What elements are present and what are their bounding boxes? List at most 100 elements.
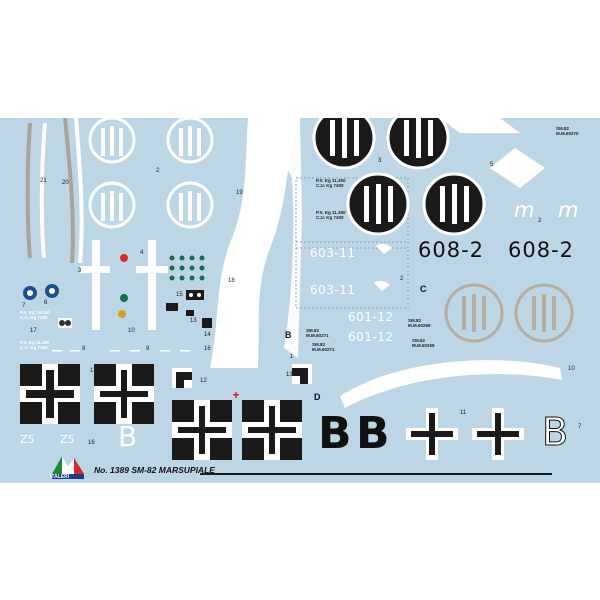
part-number: 20 [62,180,69,186]
kit-title: No. 1389 SM-82 MARSUPIALE [94,465,215,475]
red-cross-icon [233,392,239,398]
part-number: 4 [140,250,144,256]
white-stripe-2 [74,118,84,264]
thin-bar-3 [110,350,120,352]
part-number: 6 [44,300,48,306]
roundel-white-1 [88,118,136,164]
part-number: 10 [128,328,135,334]
part-number: 2 [538,218,542,224]
serial-line: SM.82 [306,328,320,333]
small-panel-2 [166,303,178,311]
white-arc-band [340,360,562,408]
part-number: 9 [146,346,150,352]
code-601-12-top: 601-12 [348,310,394,324]
white-top-bar [440,118,520,133]
serial-line: SM.82 [556,126,570,131]
thin-bar-4 [130,350,140,352]
white-pole-1 [92,240,100,330]
part-number: 12 [200,378,207,384]
roundel-black-3 [346,172,410,236]
part-number: 1 [90,368,94,374]
signature-m-1: m [514,198,535,222]
signature-m-2: m [558,198,579,222]
quarter-cross-1 [172,368,192,388]
part-number: 18 [228,278,235,284]
bottom-black-line [200,473,552,475]
small-emblem-1 [120,254,128,262]
roundel-white-3 [88,181,136,229]
part-number: 21 [40,178,47,184]
serial-line: M.M.60271 [312,347,335,352]
part-number: 4 [176,406,180,412]
kit-name: SM-82 MARSUPIALE [131,465,215,475]
white-crossbar-2 [136,266,168,273]
stork-emblem-2 [374,280,390,291]
serial-mid-4: SM.82 M.M.60269 [412,338,435,348]
stencil-4: P.V. Kg 11.300 C.U. Kg 7400 [20,340,50,350]
roundel-white-2 [166,118,214,164]
stencil-1: P.V. Kg 11.300 C.U. Kg 7400 [316,178,346,188]
letter-b-white: B [118,420,138,453]
white-pole-2 [148,240,156,330]
serial-mid-1: SM.82 M.M.60271 [306,328,329,338]
brand-text: ITALERI [50,474,70,480]
code-608-2-right: 608-2 [508,238,575,262]
part-number: 15 [176,292,183,298]
balkenkreuz-1 [20,364,80,424]
white-stripe-1 [39,122,47,259]
roundel-gray-2 [514,283,574,343]
thin-bar-1 [52,350,62,352]
roundel-black-4 [422,172,486,236]
letter-b-black-1: B [318,408,352,459]
italeri-logo [52,456,84,479]
serial-top-right: SM.82 M.M.60270 [556,126,579,136]
small-emblem-2 [120,294,128,302]
part-number: 19 [236,190,243,196]
small-dial-1 [58,318,72,328]
small-panel-3 [202,318,212,328]
serial-mid-2: SM.82 M.M.60271 [312,342,335,352]
z5-left: Z5 [20,433,35,446]
part-number: 16 [88,440,95,446]
thin-bar-2 [70,350,80,352]
stencil-3: P.V. Kg 10.100 C.U. Kg 7400 [20,310,50,320]
section-letter-d: D [314,392,321,402]
roundel-gray-1 [444,283,504,343]
z5-right: Z5 [60,433,75,446]
letter-b-outline: B [541,410,569,455]
stork-emblem-1 [376,243,392,254]
part-number: 2 [400,276,404,282]
serial-line: M.M.60270 [556,131,579,136]
code-603-11-bottom: 603-11 [310,283,356,297]
thin-bar-5 [160,350,170,352]
kit-number: No. 1389 [94,465,129,475]
stencil-line: P.V. Kg 11.300 [316,178,346,183]
small-panel-4 [186,310,194,316]
gray-stripe-2 [63,118,75,264]
part-number: 7 [578,424,582,430]
section-letter-b: B [285,330,292,340]
part-number: 13 [190,318,197,324]
roundel-black-2 [386,118,450,170]
serial-line: SM.82 [412,338,426,343]
stencil-line: P.V. Kg 10.100 [20,310,50,315]
thin-bar-6 [180,350,190,352]
part-number: 16 [204,346,211,352]
small-roundel-left-2 [45,284,59,298]
serial-line: M.M.60271 [306,333,329,338]
serial-mid-3: SM.82 M.M.60269 [408,318,431,328]
letter-b-black-2: B [356,408,390,459]
code-603-11-top: 603-11 [310,246,356,260]
stencil-line: C.U. Kg 7400 [316,183,344,188]
decal-sheet: 603-11 603-11 601-12 601-12 608-2 608-2 … [0,118,600,483]
part-number: 8 [82,346,86,352]
instrument-panel-icon [186,290,204,300]
quarter-cross-2 [292,364,312,384]
balkenkreuz-4 [242,400,302,460]
part-number: 13 [286,372,293,378]
roundel-white-4 [166,181,214,229]
part-number: 7 [22,303,26,309]
part-number: 3 [378,158,382,164]
white-diamond [490,148,545,188]
small-roundel-left-1 [23,286,37,300]
